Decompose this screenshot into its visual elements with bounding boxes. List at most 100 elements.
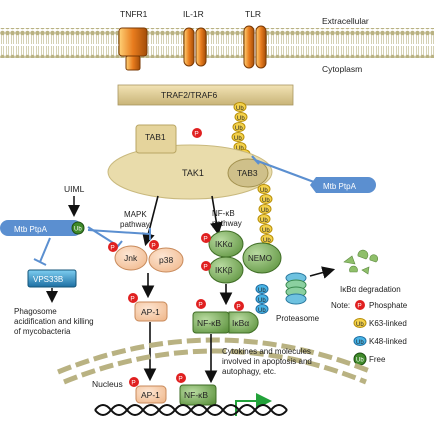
phosphate-nfkb-cyto: P: [196, 299, 206, 309]
svg-text:Ub: Ub: [260, 218, 268, 224]
svg-text:P: P: [194, 131, 198, 138]
vps33b-label: VPS33B: [33, 275, 63, 284]
arrow-tak1-to-mapk: [142, 195, 159, 247]
ap1-nuc-box: [135, 385, 167, 404]
phagosome-text: Phagosome acidification and killing of m…: [14, 307, 94, 336]
phosphate-ap1-cyto: P: [128, 293, 138, 303]
svg-text:K63-linked: K63-linked: [369, 319, 407, 328]
phosphate-ap1-nuc: P: [129, 377, 139, 387]
ikba-node: [228, 311, 259, 334]
ap1-cyto-label: AP-1: [141, 307, 160, 317]
svg-text:Ub: Ub: [236, 106, 244, 112]
svg-text:Ub: Ub: [263, 238, 271, 244]
receptor-tlr: TLR: [243, 9, 267, 69]
mapk-pathway-label: MAPK pathway: [120, 210, 150, 229]
svg-text:Ub: Ub: [262, 198, 270, 204]
cytoplasm-label: Cytoplasm: [322, 64, 362, 74]
degradation-fragments: [343, 249, 379, 275]
svg-text:autophagy, etc.: autophagy, etc.: [222, 367, 276, 376]
ubiquitin-chain-nemo: Ub Ub Ub Ub Ub Ub: [257, 184, 274, 244]
svg-text:of mycobacteria: of mycobacteria: [14, 327, 71, 336]
phosphate-nfkb-nuc: P: [176, 373, 186, 383]
nfkb-nuc-label: NF-κB: [184, 390, 208, 400]
svg-text:K48-linked: K48-linked: [369, 337, 407, 346]
traf2-traf6-label: TRAF2/TRAF6: [161, 90, 217, 100]
mtb-ptpa-right: [310, 177, 376, 193]
phosphate-ikba: P: [234, 301, 244, 311]
ikba-label: IκBα: [232, 318, 249, 328]
svg-text:P: P: [357, 303, 361, 310]
legend-k48: Ub K48-linked: [353, 336, 407, 346]
nfkb-cyto-label: NF-κB: [197, 318, 221, 328]
svg-text:Ub: Ub: [74, 227, 82, 233]
nucleus-label: Nucleus: [92, 379, 123, 389]
jnk-node: [114, 245, 148, 271]
ikba-degradation-label: IκBα degradation: [340, 285, 401, 294]
svg-text:pathway: pathway: [120, 220, 150, 229]
legend-phosphate: P Phosphate: [355, 300, 408, 310]
svg-text:Ub: Ub: [258, 308, 266, 314]
nuclear-envelope-outer: [57, 337, 373, 375]
legend: Note: P Phosphate Ub K63-linked Ub K48-l…: [331, 300, 408, 366]
svg-text:NF-κB: NF-κB: [212, 209, 235, 218]
mtb-ptpa-left: [0, 220, 82, 236]
svg-text:involved in apoptosis and: involved in apoptosis and: [222, 357, 312, 366]
svg-text:Note:: Note:: [331, 301, 350, 310]
plasma-membrane: [0, 28, 434, 58]
svg-text:Phosphate: Phosphate: [369, 301, 408, 310]
tak1-label: TAK1: [182, 168, 204, 178]
svg-text:Ub: Ub: [258, 288, 266, 294]
svg-text:P: P: [203, 236, 207, 243]
phosphate-jnk: P: [108, 242, 118, 252]
cytokines-text: Cytokines and molecules involved in apop…: [222, 347, 312, 376]
svg-text:MAPK: MAPK: [124, 210, 147, 219]
inhibit-to-p38: [87, 229, 151, 235]
ubiquitin-chain-k48: Ub Ub Ub: [255, 284, 269, 314]
svg-text:P: P: [178, 376, 182, 383]
svg-text:acidification and killing: acidification and killing: [14, 317, 94, 326]
svg-text:Phagosome: Phagosome: [14, 307, 57, 316]
svg-text:Ub: Ub: [258, 298, 266, 304]
nemo-label: NEMO: [248, 254, 272, 263]
svg-text:Ub: Ub: [356, 340, 364, 346]
svg-text:Ub: Ub: [356, 358, 364, 364]
svg-text:TLR: TLR: [245, 9, 261, 19]
vps33b-box: [27, 269, 77, 288]
svg-text:Ub: Ub: [237, 116, 245, 122]
p38-label: p38: [159, 255, 173, 265]
ptpa-inhibition-line-tab3: [254, 158, 323, 187]
svg-text:Cytokines and molecules: Cytokines and molecules: [222, 347, 311, 356]
receptor-il-1r: IL-1R: [183, 9, 207, 67]
svg-text:P: P: [151, 243, 155, 250]
proteasome-label: Proteasome: [276, 314, 320, 323]
proteasome: [285, 272, 307, 305]
svg-text:Ub: Ub: [261, 208, 269, 214]
p38-node: [148, 247, 184, 273]
svg-text:Ub: Ub: [235, 126, 243, 132]
svg-text:Ub: Ub: [236, 146, 244, 152]
free-ub-on-ptpa: Ub: [71, 221, 85, 235]
arrow-tak1-to-ikk: [210, 195, 223, 236]
tak1-complex: [107, 144, 273, 200]
receptor-tnfr1: TNFR1: [118, 9, 148, 71]
jnk-label: Jnk: [124, 253, 138, 263]
svg-text:Ub: Ub: [260, 188, 268, 194]
svg-text:TNFR1: TNFR1: [120, 9, 148, 19]
svg-text:Ub: Ub: [356, 322, 364, 328]
inhibit-to-vps33b: [39, 237, 51, 263]
phosphate-ikka: P: [201, 233, 211, 243]
tab3-label: TAB3: [237, 168, 258, 178]
ikka-label: IKKα: [215, 240, 233, 249]
svg-text:P: P: [131, 380, 135, 387]
extracellular-label: Extracellular: [322, 16, 369, 26]
nuclear-envelope-inner: [63, 348, 367, 385]
svg-text:Ub: Ub: [262, 228, 270, 234]
tab1-box: [135, 124, 177, 154]
svg-text:P: P: [130, 296, 134, 303]
phosphate-tak1: P: [192, 128, 202, 138]
svg-text:P: P: [236, 304, 240, 311]
svg-text:Free: Free: [369, 355, 386, 364]
mtb-ptpa-right-label: Mtb PtpA: [323, 182, 357, 191]
ap1-nuc-label: AP-1: [141, 390, 160, 400]
